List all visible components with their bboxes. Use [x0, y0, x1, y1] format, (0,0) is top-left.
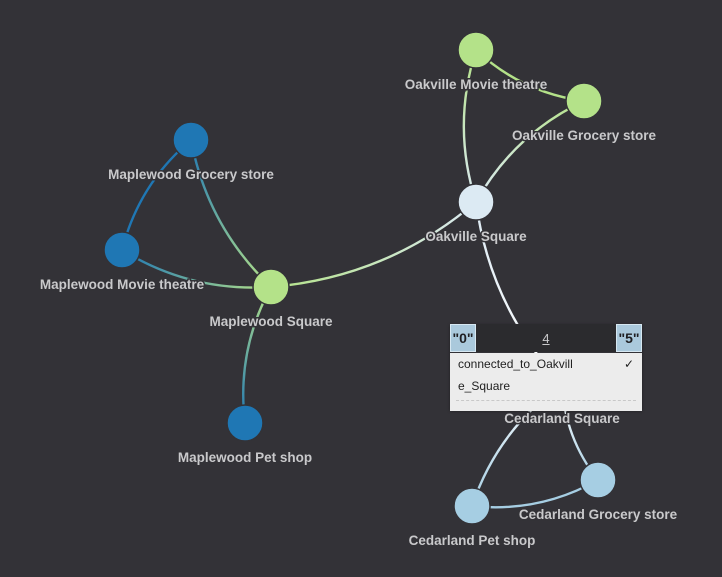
check-icon: ✓ — [623, 357, 634, 371]
edge-cedarland-pet-shop-to-cedarland-grocery-store — [470, 478, 600, 509]
edge-maplewood-grocery-store-to-maplewood-movie-theatre — [120, 138, 193, 252]
node-maplewood-grocery-store[interactable] — [172, 121, 210, 159]
attribute-menu: connected_to_Oakvill ✓ e_Square — [450, 353, 642, 411]
node-label-cedarland-pet-shop: Cedarland Pet shop — [409, 533, 536, 548]
node-oakville-square[interactable] — [457, 183, 495, 221]
menu-item-label: e_Square — [458, 379, 511, 393]
node-label-maplewood-square: Maplewood Square — [209, 314, 333, 329]
node-oakville-movie-theatre[interactable] — [457, 31, 495, 69]
attribute-value-widget[interactable]: "0" 4 "5" connected_to_Oakvill ✓ e_Squar… — [450, 324, 642, 411]
menu-item-label: connected_to_Oakvill — [458, 357, 573, 371]
node-cedarland-grocery-store[interactable] — [579, 461, 617, 499]
node-maplewood-movie-theatre[interactable] — [103, 231, 141, 269]
node-label-maplewood-pet-shop: Maplewood Pet shop — [178, 450, 312, 465]
node-label-maplewood-movie-theatre: Maplewood Movie theatre — [40, 277, 205, 292]
edge-maplewood-square-to-maplewood-pet-shop — [242, 285, 273, 425]
edge-oakville-grocery-store-to-oakville-square — [474, 99, 586, 204]
node-label-maplewood-grocery-store: Maplewood Grocery store — [108, 167, 274, 182]
node-label-oakville-square: Oakville Square — [425, 229, 527, 244]
node-label-oakville-movie-theatre: Oakville Movie theatre — [405, 77, 548, 92]
menu-item-square[interactable]: e_Square — [450, 375, 642, 397]
node-oakville-grocery-store[interactable] — [565, 82, 603, 120]
max-label[interactable]: "5" — [616, 324, 642, 352]
edge-maplewood-square-to-oakville-square — [269, 200, 478, 289]
menu-item-connected[interactable]: connected_to_Oakvill ✓ — [450, 353, 642, 375]
edge-oakville-movie-theatre-to-oakville-square — [462, 48, 478, 204]
node-maplewood-pet-shop[interactable] — [226, 404, 264, 442]
current-value[interactable]: 4 — [542, 330, 550, 346]
edge-maplewood-grocery-store-to-maplewood-square — [189, 138, 273, 289]
node-cedarland-pet-shop[interactable] — [453, 487, 491, 525]
min-label[interactable]: "0" — [450, 324, 476, 352]
node-maplewood-square[interactable] — [252, 268, 290, 306]
nodes-layer — [103, 31, 617, 525]
node-label-cedarland-grocery-store: Cedarland Grocery store — [519, 507, 678, 522]
value-bar[interactable]: "0" 4 "5" — [450, 324, 642, 352]
node-label-oakville-grocery-store: Oakville Grocery store — [512, 128, 657, 143]
menu-divider — [456, 400, 636, 401]
node-label-cedarland-square: Cedarland Square — [504, 411, 620, 426]
